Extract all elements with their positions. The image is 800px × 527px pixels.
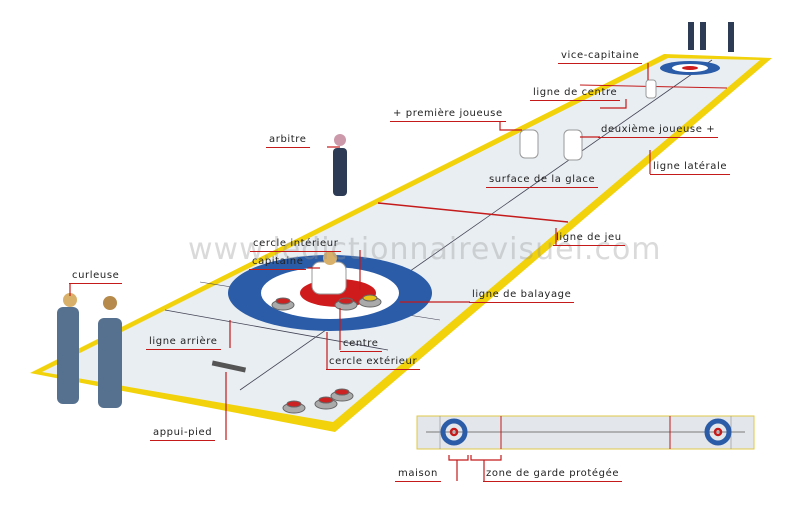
- inset-diagram: [416, 415, 755, 450]
- figures: [57, 22, 734, 408]
- back-line: [164, 309, 389, 351]
- watermark: www.ledictionnairevisuel.com: [188, 232, 662, 267]
- stones: [271, 294, 382, 414]
- label-ligne-de-centre: ligne de centre: [530, 87, 621, 101]
- label-curleuse: curleuse: [69, 270, 123, 284]
- label-ligne-laterale: ligne latérale: [650, 161, 731, 175]
- label-cercle-exterieur: cercle extérieur: [326, 356, 421, 370]
- label-cercle-interieur: cercle intérieur: [250, 238, 342, 252]
- hog-line: [377, 202, 569, 223]
- label-deuxieme-joueuse: deuxième joueuse +: [598, 124, 719, 138]
- label-centre: centre: [340, 338, 382, 352]
- label-capitaine: capitaine: [249, 256, 307, 270]
- label-zone-garde: zone de garde protégée: [483, 468, 623, 482]
- center-line: [239, 59, 713, 391]
- label-arbitre: arbitre: [266, 134, 310, 148]
- label-premiere-joueuse: + première joueuse: [390, 108, 506, 122]
- label-maison: maison: [395, 468, 441, 482]
- label-ligne-de-jeu: ligne de jeu: [553, 232, 625, 246]
- label-ligne-de-balayage: ligne de balayage: [469, 289, 575, 303]
- leader-lines: [69, 63, 651, 481]
- label-ligne-arriere: ligne arrière: [146, 336, 221, 350]
- label-surface-glace: surface de la glace: [486, 174, 599, 188]
- hack: [211, 360, 247, 373]
- label-vice-capitaine: vice-capitaine: [558, 50, 643, 64]
- label-appui-pied: appui-pied: [150, 427, 216, 441]
